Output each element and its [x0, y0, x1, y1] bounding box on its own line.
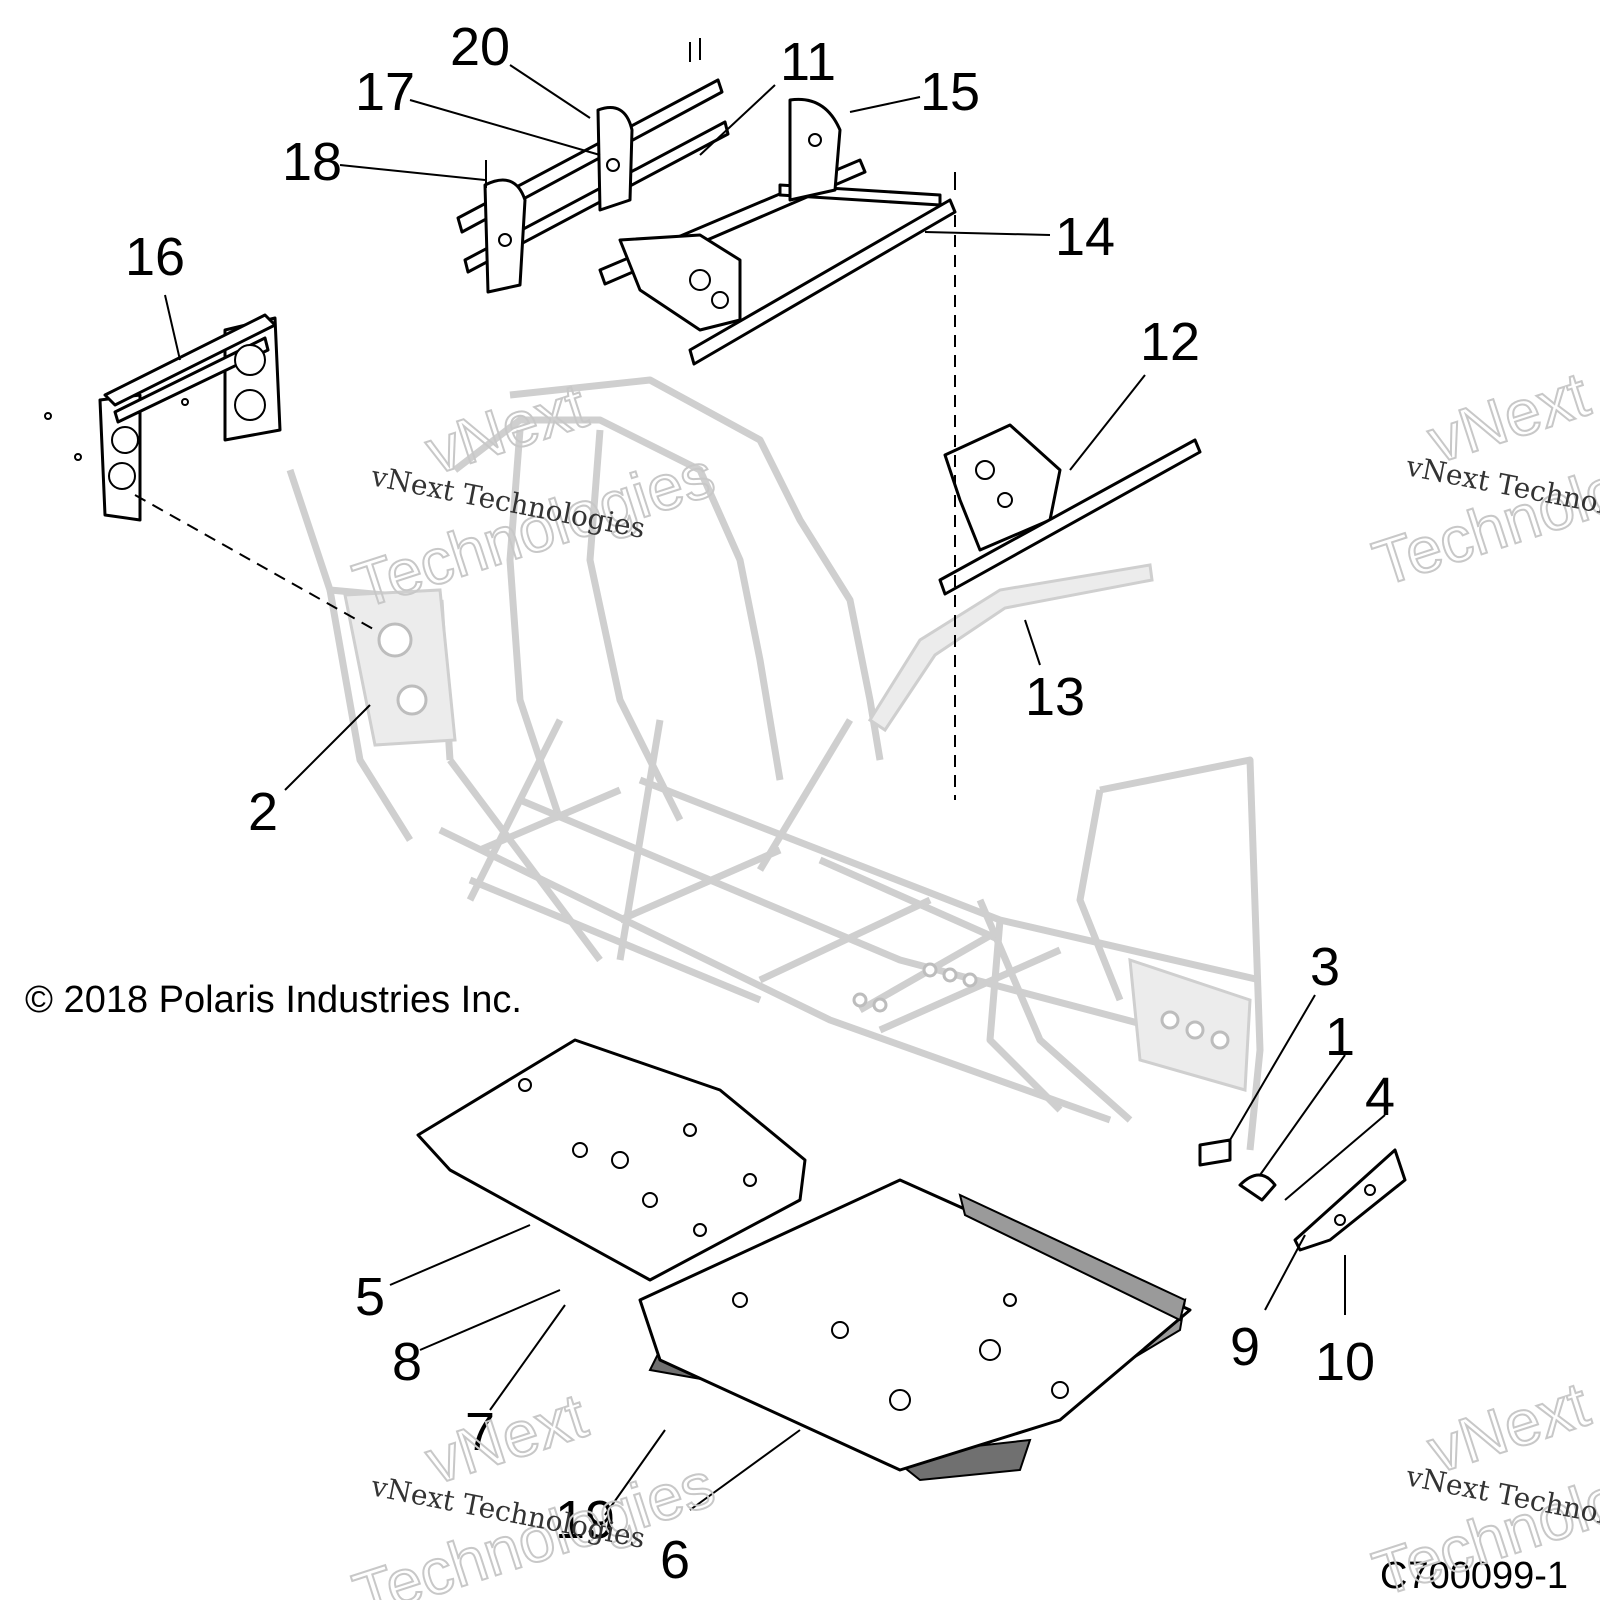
assembly-line-bulkhead [134, 494, 376, 631]
callout-5: 5 [355, 1267, 385, 1327]
callout-8: 8 [392, 1332, 422, 1392]
callout-20: 20 [450, 17, 510, 77]
watermark-line1: vNext [417, 1379, 595, 1498]
rear-support-drawing [938, 423, 1202, 596]
cross-bar-drawing [456, 38, 730, 294]
front-skid-plate-drawing [416, 1038, 807, 1282]
callout-2: 2 [248, 782, 278, 842]
callout-19: 19 [555, 1490, 615, 1550]
callout-6: 6 [660, 1530, 690, 1590]
callout-17: 17 [355, 62, 415, 122]
callout-14: 14 [1055, 207, 1115, 267]
callout-3: 3 [1310, 937, 1340, 997]
callout-15: 15 [920, 62, 980, 122]
copyright-notice: © 2018 Polaris Industries Inc. [25, 979, 522, 1021]
callout-11: 11 [780, 32, 836, 92]
callout-9: 9 [1230, 1317, 1260, 1377]
callout-1: 1 [1325, 1007, 1355, 1067]
callout-16: 16 [125, 227, 185, 287]
callout-4: 4 [1365, 1067, 1395, 1127]
leader-lines [164, 64, 1386, 1516]
callout-13: 13 [1025, 667, 1085, 727]
rear-frame-section-drawing [598, 97, 957, 366]
rear-bracket-drawing [1198, 1138, 1407, 1275]
drawing-id: C700099-1 [1380, 1555, 1568, 1597]
callout-7: 7 [465, 1402, 495, 1462]
watermark-line1: vNext [417, 369, 595, 488]
front-bulkhead-drawing [44, 313, 282, 522]
frame-rail-drawing [867, 563, 1154, 733]
main-frame-drawing [286, 376, 1264, 1151]
callout-12: 12 [1140, 312, 1200, 372]
callout-18: 18 [282, 132, 342, 192]
center-skid-plate-drawing [638, 1178, 1192, 1482]
callout-10: 10 [1315, 1332, 1375, 1392]
